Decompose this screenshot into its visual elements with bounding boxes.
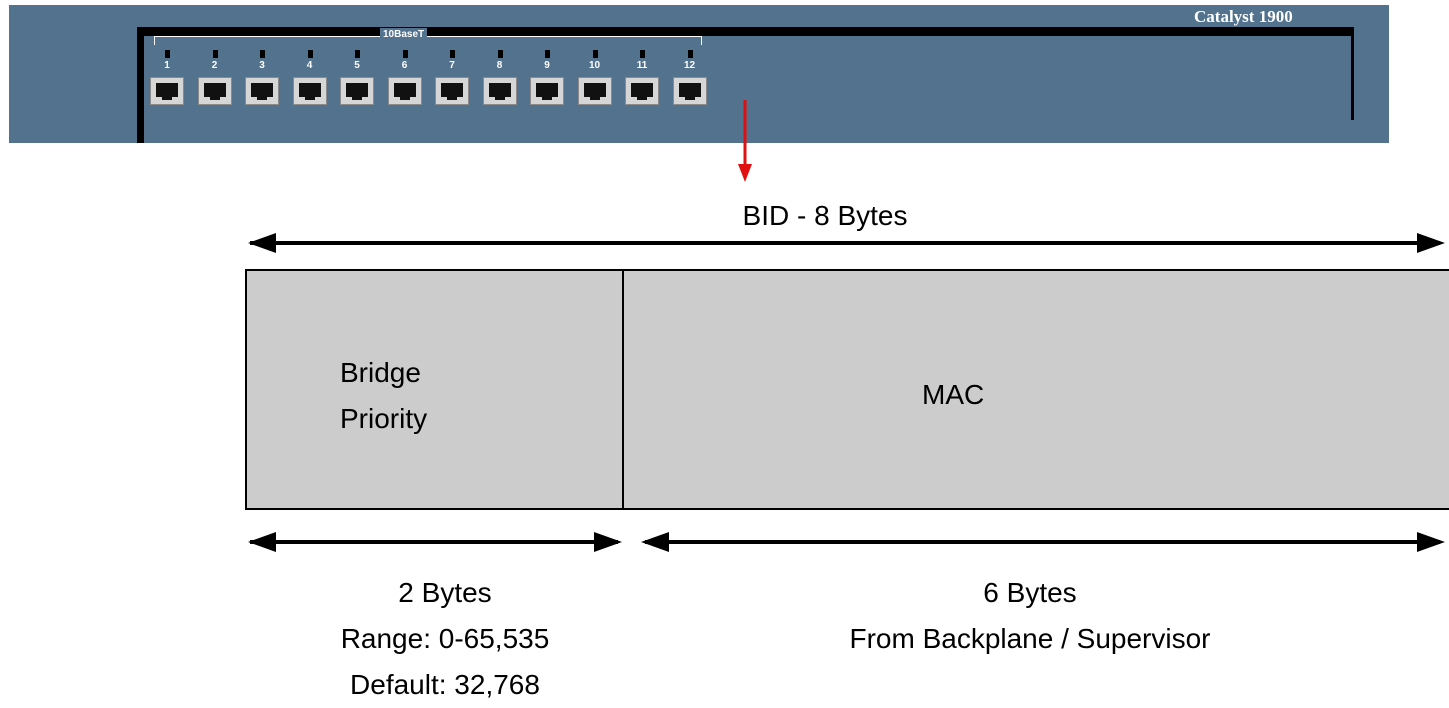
port-led — [450, 50, 455, 58]
chassis-right-edge — [1351, 27, 1354, 120]
bridge-priority-label: Bridge Priority — [340, 350, 520, 442]
port-led — [212, 50, 218, 58]
rj45-jack-icon — [530, 77, 564, 105]
bridge-priority-label-line-1: Bridge — [340, 357, 421, 388]
port-number: 7 — [449, 60, 455, 71]
port-number: 6 — [401, 60, 408, 71]
port-led — [165, 50, 170, 58]
mac-size: 6 Bytes — [983, 577, 1077, 608]
mac-source: From Backplane / Supervisor — [849, 623, 1211, 654]
port-number: 12 — [683, 60, 696, 71]
port-led — [260, 50, 265, 58]
chassis-top-edge — [137, 27, 1354, 36]
port-number: 4 — [306, 60, 313, 71]
port-led — [592, 50, 598, 58]
port-led — [355, 50, 360, 58]
port-number: 5 — [354, 60, 360, 71]
rj45-jack-icon — [340, 77, 374, 105]
bridge-priority-field — [245, 269, 624, 510]
rj45-jack-icon — [245, 77, 279, 105]
bridge-priority-size: 2 Bytes — [398, 577, 492, 608]
port-number: 9 — [544, 60, 550, 71]
port-led — [687, 50, 693, 58]
bid-total-arrow — [248, 233, 1445, 253]
rj45-jack-icon — [482, 77, 517, 105]
port-led — [545, 50, 550, 58]
mac-label: MAC — [922, 379, 985, 410]
rj45-jack-icon — [435, 77, 469, 105]
bridge-priority-range: Range: 0-65,535 — [340, 623, 550, 654]
port-number: 8 — [496, 60, 503, 71]
pointer-head — [738, 164, 752, 182]
port-number: 11 — [636, 60, 648, 71]
rj45-jack-icon — [292, 77, 327, 105]
bridge-priority-label-line-2: Priority — [340, 403, 428, 434]
port-number: 3 — [259, 60, 265, 71]
rj45-jack-icon — [387, 77, 422, 105]
port-number: 10 — [588, 60, 601, 71]
rj45-jack-icon — [672, 77, 707, 105]
bid-title: BID - 8 Bytes — [742, 200, 908, 231]
port-group-bracket — [154, 36, 702, 45]
rj45-jack-icon — [197, 77, 232, 105]
mac-field — [622, 269, 1449, 510]
rj45-jack-icon — [625, 77, 659, 105]
port-group-label: 10BaseT — [380, 28, 428, 42]
pointer-arrow — [738, 100, 752, 182]
rj45-jack-icon — [577, 77, 612, 105]
port-led — [402, 50, 408, 58]
port-led — [307, 50, 313, 58]
bridge-priority-default: Default: 32,768 — [350, 669, 540, 700]
port-led — [640, 50, 645, 58]
rj45-jack-icon — [150, 77, 184, 105]
port-number: 2 — [211, 60, 218, 71]
port-led — [497, 50, 503, 58]
chassis-left-edge — [137, 27, 144, 143]
mac-note: 6 Bytes From Backplane / Supervisor — [760, 570, 1300, 662]
bridge-priority-note: 2 Bytes Range: 0-65,535 Default: 32,768 — [265, 570, 625, 708]
priority-size-arrow — [248, 532, 622, 552]
mac-size-arrow — [641, 532, 1445, 552]
switch-model-label: Catalyst 1900 — [1194, 7, 1293, 26]
port-number: 1 — [164, 60, 170, 71]
